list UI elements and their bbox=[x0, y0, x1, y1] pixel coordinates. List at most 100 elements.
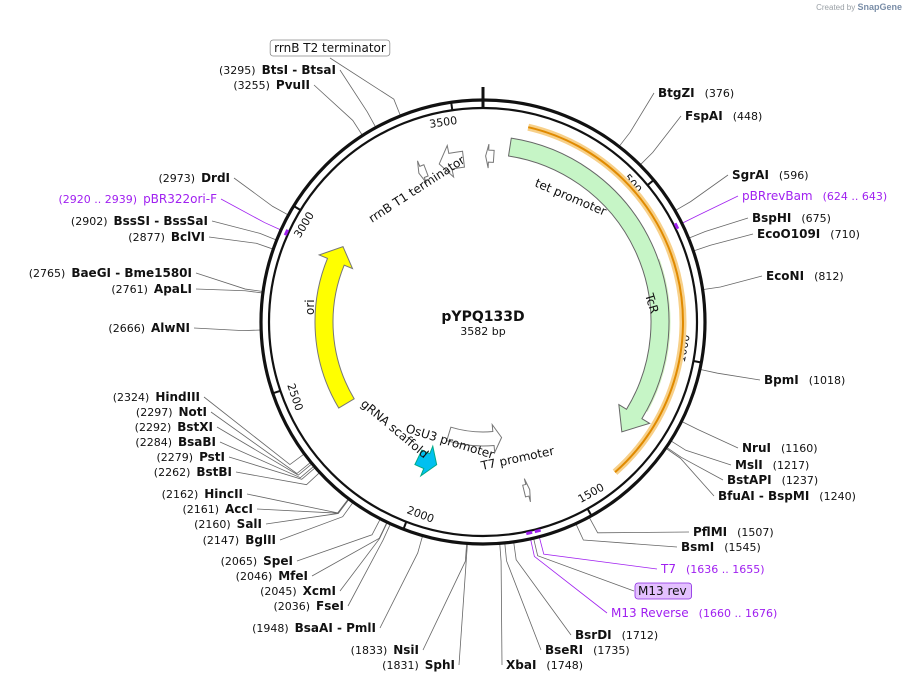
site-label[interactable]: BsaBI(2284) bbox=[135, 435, 216, 449]
site-label[interactable]: AlwNI(2666) bbox=[108, 321, 190, 335]
site-label[interactable]: SalI (2160) bbox=[194, 517, 262, 531]
site-label[interactable]: BstAPI(1237) bbox=[727, 473, 818, 487]
site-label[interactable]: NruI(1160) bbox=[742, 441, 818, 455]
site-name: BspHI bbox=[752, 211, 791, 225]
site-position: (376) bbox=[705, 87, 735, 100]
site-label[interactable]: BtgZI(376) bbox=[658, 86, 734, 100]
site-label[interactable]: BtsI - BtsaI(3295) bbox=[219, 63, 336, 77]
site-label[interactable]: rrnB T2 terminator bbox=[269, 39, 391, 57]
tet-promoter-feature[interactable] bbox=[485, 143, 495, 169]
label-tcr: TcR bbox=[642, 291, 662, 315]
site-label[interactable]: M13 rev bbox=[634, 582, 692, 600]
site-name: BseRI bbox=[545, 643, 583, 657]
leader-line bbox=[681, 420, 739, 449]
site-label[interactable]: BsrDI(1712) bbox=[575, 628, 658, 642]
site-name: M13 Reverse bbox=[611, 606, 689, 620]
leader-line bbox=[639, 115, 682, 166]
t7-promoter-feature[interactable] bbox=[522, 478, 531, 502]
site-label[interactable]: SpeI(2065) bbox=[221, 554, 293, 568]
site-label[interactable]: DrdI(2973) bbox=[158, 171, 230, 185]
site-label[interactable]: ApaLI(2761) bbox=[111, 282, 192, 296]
site-name: SalI bbox=[237, 517, 262, 531]
site-label[interactable]: PflMI(1507) bbox=[693, 525, 774, 539]
grna-scaffold-feature[interactable] bbox=[414, 444, 438, 478]
site-label[interactable]: SgrAI(596) bbox=[732, 168, 809, 182]
primer-mark bbox=[673, 222, 680, 230]
site-position: (2160) bbox=[194, 518, 231, 531]
rrnb-t1-terminator-feature[interactable] bbox=[438, 143, 465, 179]
site-name: SgrAI bbox=[732, 168, 769, 182]
site-label[interactable]: BpmI(1018) bbox=[764, 373, 845, 387]
site-label[interactable]: NotI(2297) bbox=[136, 405, 207, 419]
site-label[interactable]: BclVI(2877) bbox=[128, 230, 205, 244]
leader-line bbox=[210, 411, 312, 475]
site-position: (1636 .. 1655) bbox=[686, 563, 765, 576]
site-label[interactable]: pBR322ori-F(2920 .. 2939) bbox=[59, 192, 218, 206]
site-position: (1748) bbox=[546, 659, 583, 672]
leader-line bbox=[246, 493, 349, 514]
site-label[interactable]: NsiI(1833) bbox=[351, 643, 419, 657]
site-label[interactable]: HindIII(2324) bbox=[113, 390, 200, 404]
site-label[interactable]: EcoNI(812) bbox=[766, 269, 844, 283]
label-rrnb-t1: rrnB T1 terminator bbox=[366, 153, 467, 226]
rrnb-t2-terminator-feature[interactable] bbox=[417, 160, 429, 184]
site-label[interactable]: AccI (2161) bbox=[182, 502, 253, 516]
tick-mark bbox=[293, 205, 302, 212]
site-label[interactable]: BseRI(1735) bbox=[545, 643, 630, 657]
site-label[interactable]: BaeGI - Bme1580I(2765) bbox=[29, 266, 192, 280]
site-label[interactable]: MfeI(2046) bbox=[236, 569, 308, 583]
leader-line bbox=[313, 84, 363, 136]
tick-mark bbox=[272, 389, 281, 395]
site-label[interactable]: BstXI(2292) bbox=[135, 420, 213, 434]
site-name: HindIII bbox=[155, 390, 200, 404]
tick-mark bbox=[402, 521, 408, 530]
site-label[interactable]: PvuII(3255) bbox=[233, 78, 310, 92]
ori-feature[interactable] bbox=[314, 246, 355, 409]
site-label[interactable]: SphI(1831) bbox=[382, 658, 455, 672]
tcr-feature[interactable] bbox=[507, 137, 670, 433]
site-label[interactable]: XbaI(1748) bbox=[506, 658, 583, 672]
site-position: (624 .. 643) bbox=[823, 190, 888, 203]
leader-line bbox=[588, 516, 690, 534]
site-label[interactable]: HincII(2162) bbox=[162, 487, 243, 501]
site-name: PflMI bbox=[693, 525, 727, 539]
site-label[interactable]: XcmI(2045) bbox=[260, 584, 336, 598]
site-position: (2046) bbox=[236, 570, 273, 583]
site-label[interactable]: FseI(2036) bbox=[273, 599, 344, 613]
site-name: NruI bbox=[742, 441, 771, 455]
site-label[interactable]: M13 Reverse(1660 .. 1676) bbox=[611, 606, 777, 620]
leader-line bbox=[699, 368, 761, 381]
snapgene-credit: Created by SnapGene bbox=[816, 2, 902, 12]
site-label[interactable]: BglII(2147) bbox=[203, 533, 276, 547]
site-label[interactable]: pBRrevBam(624 .. 643) bbox=[742, 189, 887, 203]
site-label[interactable]: BspHI(675) bbox=[752, 211, 831, 225]
plasmid-size: 3582 bp bbox=[460, 325, 505, 338]
site-label[interactable]: BssSI - BssSaI(2902) bbox=[71, 214, 208, 228]
label-box bbox=[269, 39, 391, 57]
site-name: AccI bbox=[225, 502, 253, 516]
site-label[interactable]: BsaAI - PmlI(1948) bbox=[252, 621, 376, 635]
primer-mark bbox=[525, 530, 533, 536]
leader-line bbox=[203, 396, 305, 466]
site-label[interactable]: BstBI(2262) bbox=[154, 465, 232, 479]
osu3-promoter-feature[interactable] bbox=[446, 422, 503, 455]
site-label[interactable]: FspAI(448) bbox=[685, 109, 762, 123]
site-label[interactable]: EcoO109I(710) bbox=[757, 227, 860, 241]
site-name: BsmI bbox=[681, 540, 714, 554]
leader-line bbox=[693, 233, 754, 252]
site-label[interactable]: BfuAI - BspMI(1240) bbox=[718, 489, 856, 503]
leader-line bbox=[670, 440, 732, 466]
site-name: BstBI bbox=[196, 465, 232, 479]
site-label[interactable]: BsmI(1545) bbox=[681, 540, 761, 554]
site-position: (2161) bbox=[182, 503, 219, 516]
site-label[interactable]: MslI(1217) bbox=[735, 458, 809, 472]
site-position: (2065) bbox=[221, 555, 258, 568]
leader-line bbox=[674, 174, 729, 212]
site-label[interactable]: T7(1636 .. 1655) bbox=[660, 562, 765, 576]
leader-line bbox=[702, 275, 763, 290]
site-position: (2292) bbox=[135, 421, 172, 434]
site-label[interactable]: PstI(2279) bbox=[156, 450, 225, 464]
leader-line bbox=[329, 57, 401, 117]
site-labels: BtgZI(376) FspAI(448) SgrAI(596) pBRrevBam(… bbox=[29, 39, 887, 672]
leader-line bbox=[530, 538, 608, 614]
